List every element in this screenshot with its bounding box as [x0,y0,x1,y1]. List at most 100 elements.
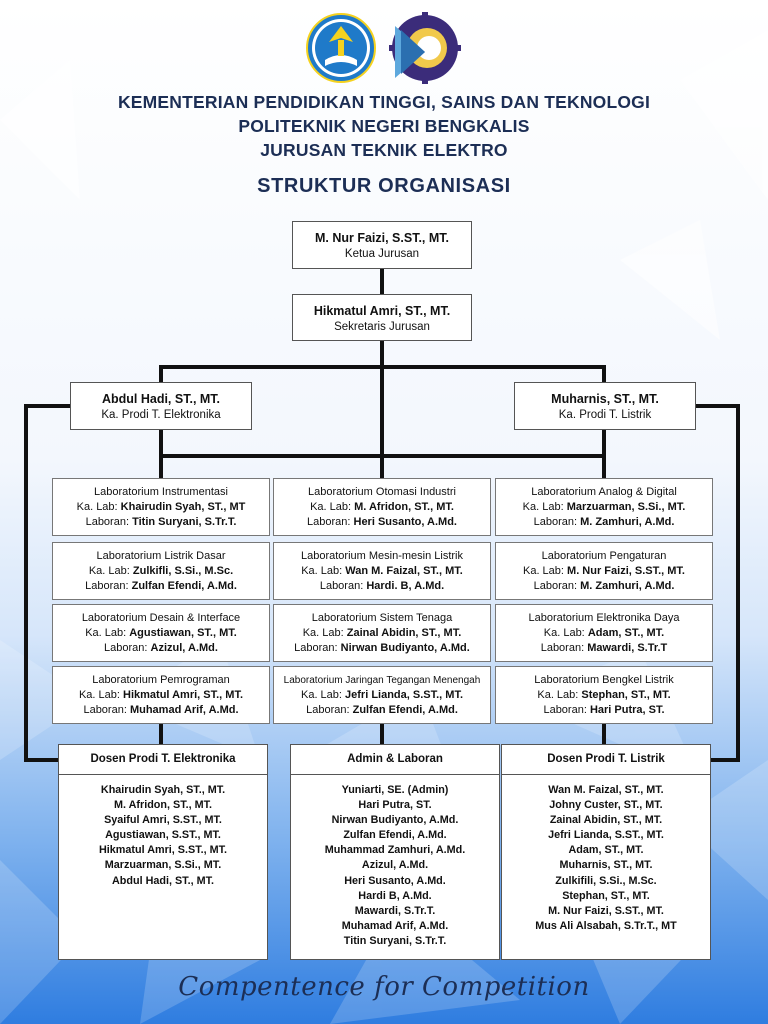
laboran-label: Laboran: [533,516,578,528]
kalab-label: Ka. Lab: [522,501,564,513]
footer-tagline: Compentence for Competition [178,972,590,1002]
list-item: Adam, ST., MT. [568,844,644,857]
kalab-name: Adam, ST., MT. [587,627,665,639]
lab-name: Laboratorium Jaringan Tegangan Menengah [283,675,481,686]
kaprodi-elektronika-box: Abdul Hadi, ST., MT. Ka. Prodi T. Elektr… [70,382,252,430]
kalab-label: Ka. Lab: [85,627,127,639]
politeknik-negeri-bengkalis-logo [389,12,461,84]
list-item: Hardi B, A.Md. [358,889,432,902]
lab-name: Laboratorium Analog & Digital [531,486,677,498]
member-list: Yuniarti, SE. (Admin) Hari Putra, ST. Ni… [291,775,499,949]
dosen-elektronika-panel: Dosen Prodi T. Elektronika Khairudin Sya… [58,744,268,960]
lab-box: Laboratorium Otomasi Industri Ka. Lab: M… [273,478,491,536]
lab-name: Laboratorium Bengkel Listrik [534,674,674,686]
sekretaris-jurusan-box: Hikmatul Amri, ST., MT. Sekretaris Jurus… [292,294,472,341]
kaprodi-listrik-name: Muharnis, ST., MT. [551,392,659,406]
kalab-label: Ka. Lab: [537,689,579,701]
list-item: Heri Susanto, A.Md. [344,874,446,887]
list-item: Syaiful Amri, S.ST., MT. [104,814,222,827]
lab-name: Laboratorium Pengaturan [541,550,667,562]
kalab-name: Khairudin Syah, ST., MT [120,501,246,513]
laboran-name: Hardi. B, A.Md. [366,580,445,592]
list-item: Hikmatul Amri, S.ST., MT. [99,844,227,857]
lab-name: Laboratorium Instrumentasi [94,486,228,498]
lab-name: Laboratorium Otomasi Industri [308,486,456,498]
list-item: Jefri Lianda, S.ST., MT. [548,829,664,842]
kalab-name: Zainal Abidin, ST., MT. [346,627,462,639]
kalab-label: Ka. Lab: [78,689,120,701]
lab-box: Laboratorium Mesin-mesin Listrik Ka. Lab… [273,542,491,600]
ministry-name: KEMENTERIAN PENDIDIKAN TINGGI, SAINS DAN… [117,92,651,112]
kaprodi-elektronika-role: Ka. Prodi T. Elektronika [101,409,221,421]
department-name: JURUSAN TEKNIK ELEKTRO [260,140,508,160]
dosen-listrik-panel: Dosen Prodi T. Listrik Wan M. Faizal, ST… [501,744,711,960]
kalab-name: Jefri Lianda, S.ST., MT. [345,689,464,701]
laboran-label: Laboran: [85,580,129,592]
kalab-name: Hikmatul Amri, ST., MT. [123,689,244,701]
lab-name: Laboratorium Mesin-mesin Listrik [301,550,463,562]
kalab-name: Zulkifli, S.Si., M.Sc. [132,565,234,577]
laboran-label: Laboran: [540,642,585,654]
laboran-name: Azizul, A.Md. [150,642,218,654]
list-item: Titin Suryani, S.Tr.T. [343,934,447,947]
laboran-label: Laboran: [294,642,338,654]
list-item: Nirwan Budiyanto, A.Md. [331,814,459,827]
lab-box: Laboratorium Pengaturan Ka. Lab: M. Nur … [495,542,713,600]
lab-name: Laboratorium Elektronika Daya [528,612,680,624]
lab-box: Laboratorium Sistem Tenaga Ka. Lab: Zain… [273,604,491,662]
laboran-name: M. Zamhuri, A.Md. [580,516,675,528]
lab-box: Laboratorium Instrumentasi Ka. Lab: Khai… [52,478,270,536]
list-item: M. Nur Faizi, S.ST., MT. [548,904,664,917]
lab-box: Laboratorium Analog & Digital Ka. Lab: M… [495,478,713,536]
kalab-label: Ka. Lab: [88,565,130,577]
laboran-label: Laboran: [307,516,351,528]
lab-box: Laboratorium Elektronika Daya Ka. Lab: A… [495,604,713,662]
kalab-name: M. Nur Faizi, S.ST., MT. [567,565,685,577]
lab-name: Laboratorium Desain & Interface [81,612,241,624]
list-item: Mawardi, S.Tr.T. [354,904,436,917]
list-item: Khairudin Syah, ST., MT. [100,784,226,796]
ketua-name: M. Nur Faizi, S.ST., MT. [314,231,450,245]
kalab-label: Ka. Lab: [302,627,344,639]
list-item: Agustiawan, S.ST., MT. [105,829,221,842]
laboran-name: Zulfan Efendi, A.Md. [131,580,237,592]
member-list: Khairudin Syah, ST., MT. M. Afridon, ST.… [59,775,267,889]
list-item: Muharnis, ST., MT. [559,859,653,872]
laboran-name: Heri Susanto, A.Md. [353,516,458,528]
page-title: STRUKTUR ORGANISASI [257,175,511,197]
kalab-name: Stephan, ST., MT. [581,689,671,701]
laboran-label: Laboran: [104,642,148,654]
lab-box: Laboratorium Bengkel Listrik Ka. Lab: St… [495,666,713,724]
laboran-label: Laboran: [83,704,127,716]
list-item: Wan M. Faizal, ST., MT. [548,784,664,796]
laboran-label: Laboran: [533,580,578,592]
laboran-name: Muhamad Arif, A.Md. [129,704,239,716]
lab-name: Laboratorium Pemrograman [92,674,230,686]
panel-title: Dosen Prodi T. Listrik [502,745,710,775]
kalab-label: Ka. Lab: [522,565,564,577]
ketua-jurusan-box: M. Nur Faizi, S.ST., MT. Ketua Jurusan [292,221,472,269]
kalab-label: Ka. Lab: [543,627,585,639]
laboran-name: Zulfan Efendi, A.Md. [352,704,458,716]
laboran-label: Laboran: [319,580,364,592]
tut-wuri-handayani-logo [305,12,377,84]
laboran-label: Laboran: [85,516,130,528]
laboran-name: Mawardi, S.Tr.T [587,642,668,654]
list-item: M. Afridon, ST., MT. [114,799,212,812]
panel-title: Admin & Laboran [291,745,499,775]
list-item: Abdul Hadi, ST., MT. [112,874,214,887]
laboran-name: Hari Putra, ST. [589,704,665,716]
lab-name: Laboratorium Listrik Dasar [96,550,226,562]
kalab-label: Ka. Lab: [301,565,343,577]
laboran-label: Laboran: [306,704,350,716]
laboran-name: M. Zamhuri, A.Md. [580,580,675,592]
sekretaris-name: Hikmatul Amri, ST., MT. [313,304,451,318]
kalab-name: Wan M. Faizal, ST., MT. [345,565,463,577]
admin-laboran-panel: Admin & Laboran Yuniarti, SE. (Admin) Ha… [290,744,500,960]
kaprodi-elektronika-name: Abdul Hadi, ST., MT. [101,392,221,406]
lab-name: Laboratorium Sistem Tenaga [311,612,453,624]
list-item: Mus Ali Alsabah, S.Tr.T., MT [535,919,677,932]
list-item: Johny Custer, ST., MT. [549,799,663,812]
sekretaris-role: Sekretaris Jurusan [334,321,430,333]
